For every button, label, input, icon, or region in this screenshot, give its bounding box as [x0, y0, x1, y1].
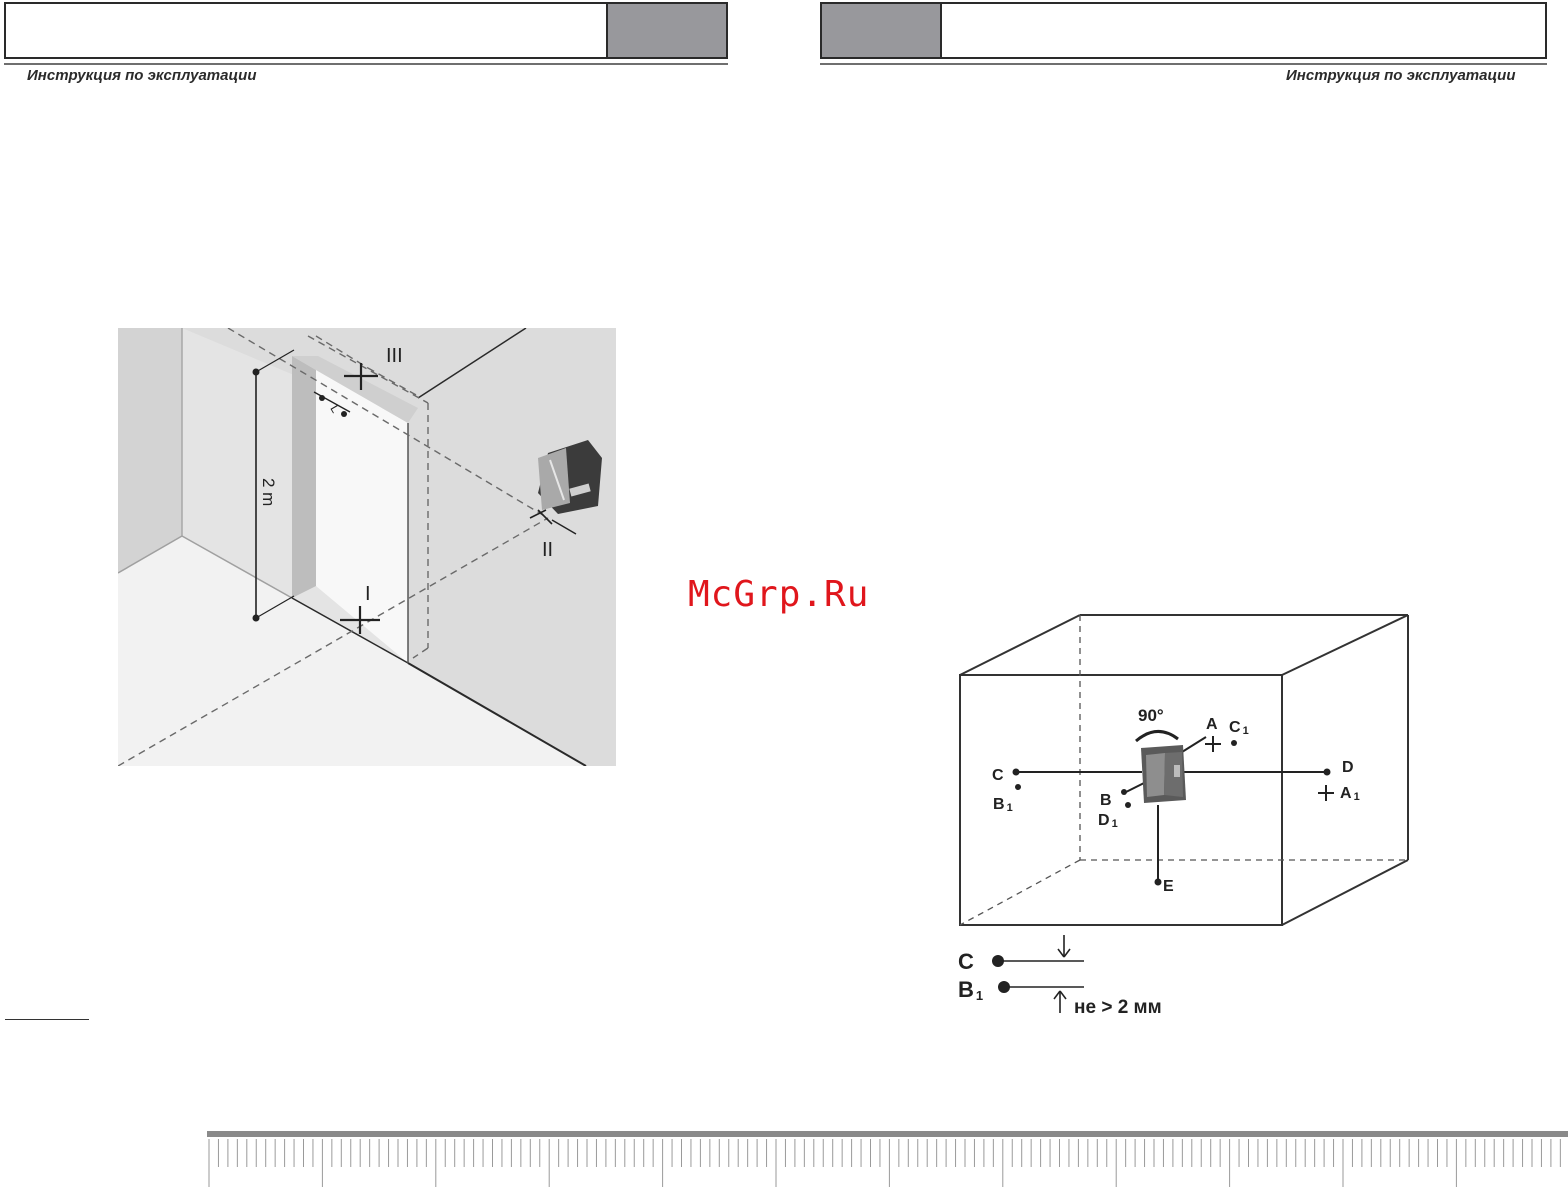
left-header-box	[4, 2, 608, 59]
label-position-3: III	[386, 345, 403, 367]
label-point-c: C	[992, 767, 1004, 784]
printer-ruler-strip	[207, 1131, 1568, 1189]
right-header-caption: Инструкция по эксплуатации	[1286, 67, 1516, 84]
left-header-rule	[4, 63, 728, 65]
laser-device-icon	[1141, 745, 1186, 803]
right-header-rule	[820, 63, 1547, 65]
label-distance-2m: 2 m	[259, 478, 278, 506]
label-position-2: II	[542, 539, 553, 561]
left-header-caption: Инструкция по эксплуатации	[27, 67, 257, 84]
right-header-box	[940, 2, 1547, 59]
label-point-e: E	[1163, 878, 1174, 895]
watermark: McGrp.Ru	[688, 574, 869, 615]
left-header-tab	[606, 2, 728, 59]
label-point-d: D	[1342, 759, 1354, 776]
footnote-rule	[5, 1019, 89, 1020]
label-position-1: I	[365, 583, 371, 605]
legend-label-c: C	[958, 949, 974, 974]
label-point-b: B	[1100, 792, 1112, 809]
label-tolerance: не > 2 мм	[1074, 997, 1162, 1018]
right-header-tab	[820, 2, 942, 59]
label-point-a: A	[1206, 716, 1218, 733]
label-angle: 90°	[1138, 706, 1164, 725]
figure-doorway-check: 2 m L III I II	[118, 328, 616, 766]
